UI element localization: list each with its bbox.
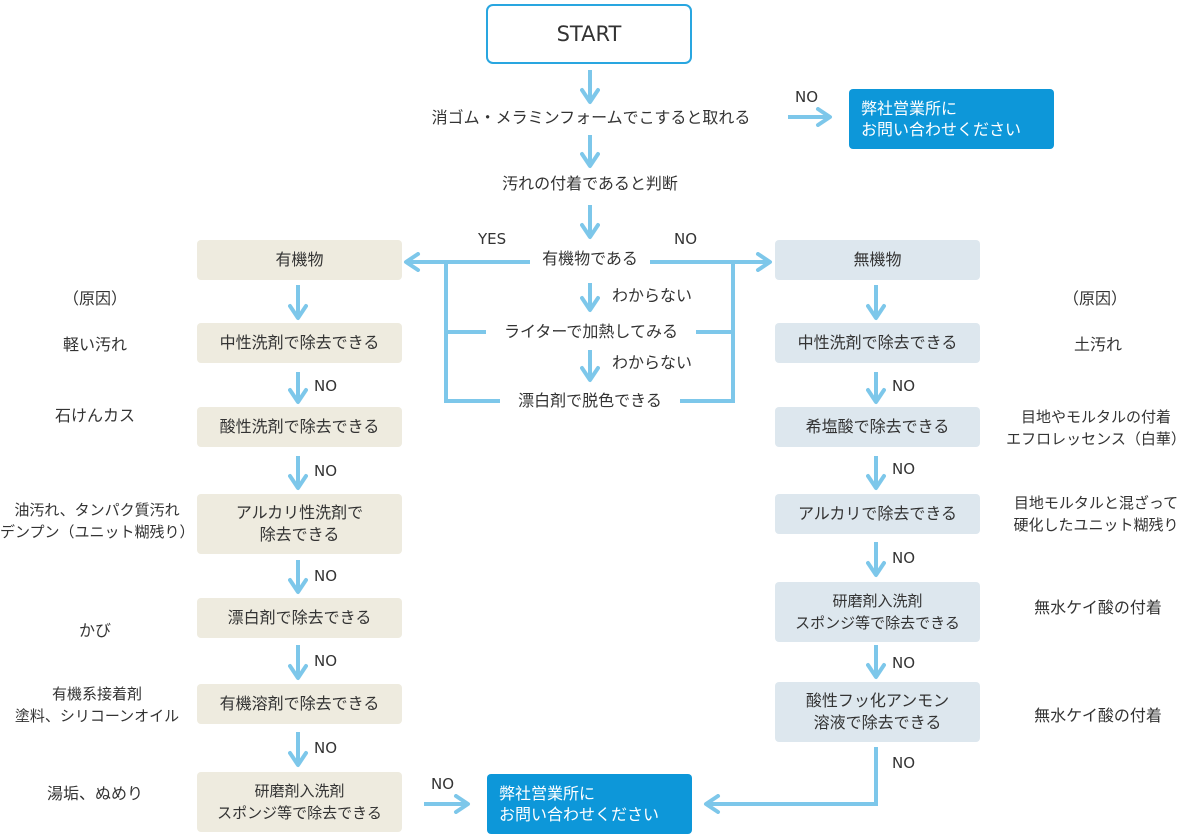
inorganic-cause-4: 無水ケイ酸の付着 [1034, 598, 1162, 617]
contact-box-bottom: 弊社営業所に お問い合わせください [487, 774, 692, 834]
inorganic-step-3: アルカリで除去できる [775, 494, 980, 534]
no-label-organic-3: NO [314, 567, 338, 585]
no-label-organic-contact: NO [431, 775, 455, 793]
no-label-organic-2: NO [314, 462, 338, 480]
line-right-bracket [680, 262, 735, 403]
inorganic-title: 無機物 [775, 240, 980, 280]
organic-cause-3: 油汚れ、タンパク質汚れ デンプン（ユニット糊残り） [0, 501, 195, 541]
start-node: START [486, 4, 692, 64]
no-label-organic: NO [674, 230, 698, 248]
judge-dirt: 汚れの付着であると判断 [470, 172, 710, 196]
organic-cause-6: 湯垢、ぬめり [46, 784, 143, 803]
organic-step-2: 酸性洗剤で除去できる [197, 407, 402, 447]
unknown-label-2: わからない [612, 353, 693, 372]
inorganic-cause-5: 無水ケイ酸の付着 [1034, 706, 1162, 725]
inorganic-step-1: 中性洗剤で除去できる [775, 323, 980, 363]
no-label-inorganic-3: NO [892, 549, 916, 567]
inorganic-step-5: 酸性フッ化アンモン 溶液で除去できる [775, 682, 980, 742]
organic-cause-heading: （原因） [62, 289, 127, 308]
organic-cause-4: かび [78, 621, 111, 640]
organic-step-5: 有機溶剤で除去できる [197, 684, 402, 724]
organic-step-6: 研磨剤入洗剤 スポンジ等で除去できる [197, 772, 402, 832]
organic-cause-1: 軽い汚れ [62, 335, 127, 354]
organic-step-3: アルカリ性洗剤で 除去できる [197, 494, 402, 554]
line-left-bracket [444, 262, 500, 403]
no-label-organic-4: NO [314, 652, 338, 670]
no-label-inorganic-2: NO [892, 460, 916, 478]
bleach-decolor: 漂白剤で脱色できる [500, 389, 680, 413]
organic-cause-2: 石けんカス [54, 406, 135, 425]
no-label-inorganic-5: NO [892, 754, 916, 772]
unknown-label-1: わからない [612, 286, 693, 305]
inorganic-step-4: 研磨剤入洗剤 スポンジ等で除去できる [775, 582, 980, 642]
yes-label: YES [478, 230, 507, 248]
no-label-inorganic-4: NO [892, 654, 916, 672]
organic-cause-5: 有機系接着剤 塗料、シリコーンオイル [14, 685, 180, 725]
contact-box-top: 弊社営業所に お問い合わせください [849, 89, 1054, 149]
no-label-eraser: NO [795, 88, 819, 106]
question-organic: 有機物である [530, 247, 650, 271]
lighter-test: ライターで加熱してみる [486, 320, 696, 344]
inorganic-cause-2: 目地やモルタルの付着 エフロレッセンス（白華） [1006, 408, 1186, 448]
inorganic-cause-3: 目地モルタルと混ざって 硬化したユニット糊残り [1013, 494, 1179, 534]
no-label-inorganic-1: NO [892, 377, 916, 395]
no-label-organic-1: NO [314, 377, 338, 395]
organic-step-4: 漂白剤で除去できる [197, 598, 402, 638]
question-eraser: 消ゴム・メラミンフォームでこすると取れる [396, 106, 786, 130]
organic-step-1: 中性洗剤で除去できる [197, 323, 402, 363]
inorganic-cause-heading: （原因） [1062, 289, 1127, 308]
inorganic-step-2: 希塩酸で除去できる [775, 407, 980, 447]
no-label-organic-5: NO [314, 739, 338, 757]
arrow-inorganic-to-contact [704, 747, 878, 814]
organic-title: 有機物 [197, 240, 402, 280]
inorganic-cause-1: 土汚れ [1073, 335, 1122, 354]
